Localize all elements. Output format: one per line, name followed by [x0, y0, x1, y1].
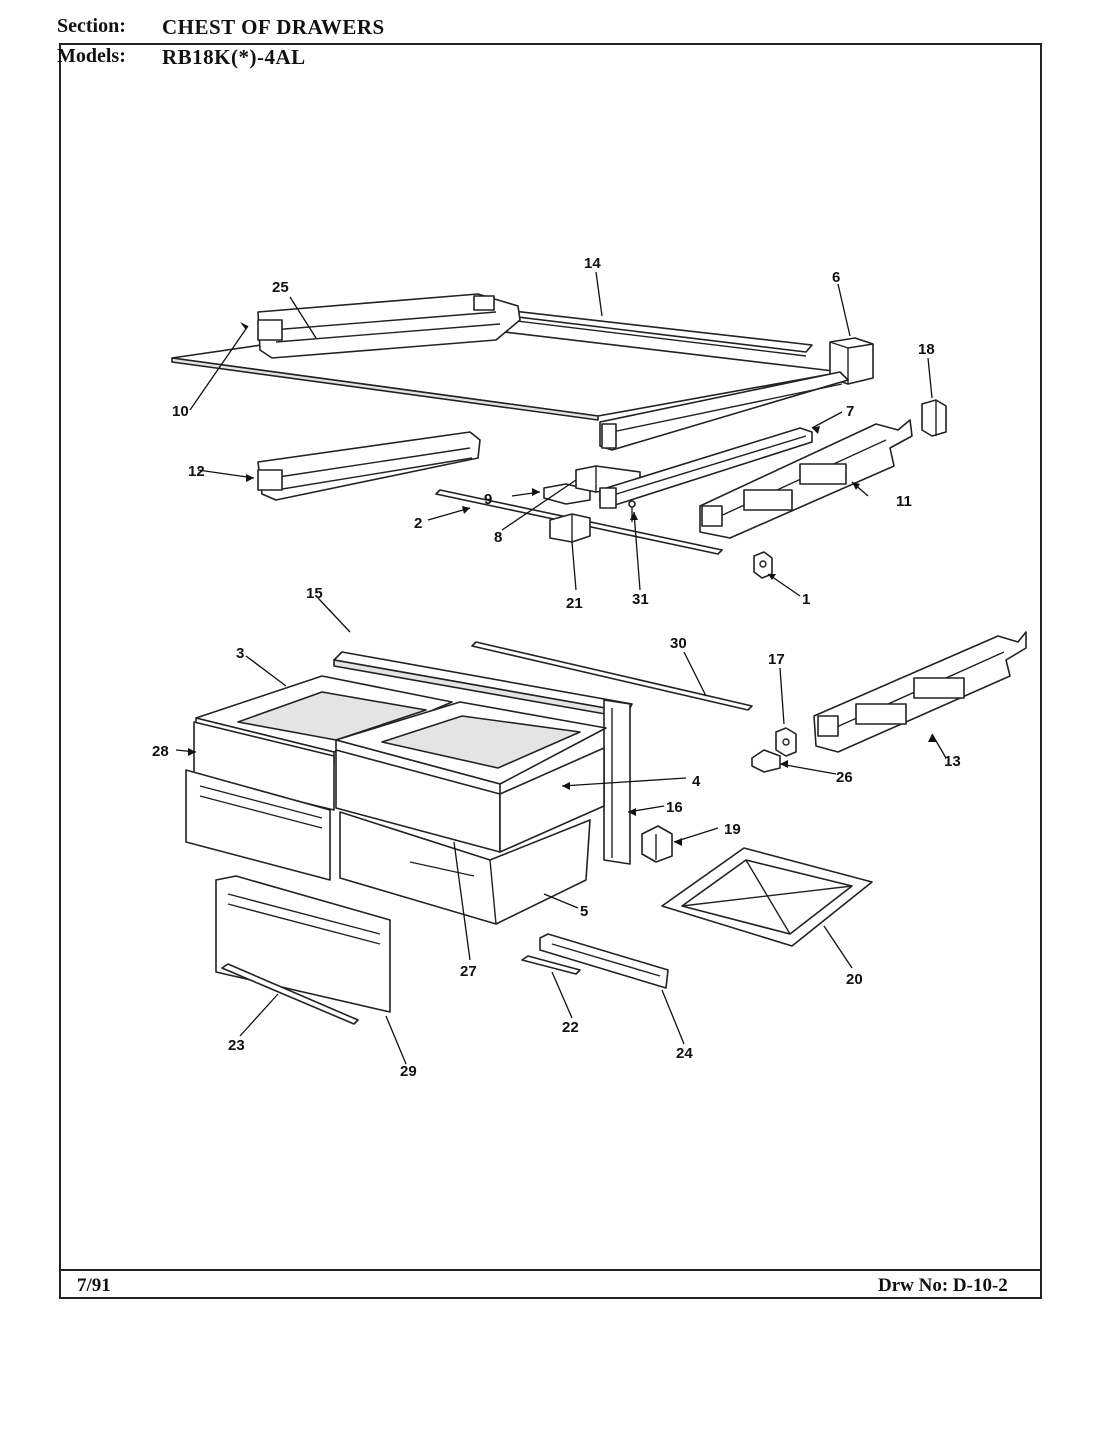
callout-12: 12 [188, 463, 205, 480]
part-22-rod [521, 955, 581, 975]
callout-27: 27 [460, 963, 477, 980]
models-value: RB18K(*)-4AL [162, 45, 306, 69]
callout-14: 14 [584, 255, 601, 272]
models-label: Models: [57, 45, 126, 67]
part-11-support [699, 419, 913, 539]
callout-4: 4 [692, 773, 701, 790]
drawing-frame [59, 43, 1042, 1299]
callout-18: 18 [918, 341, 935, 358]
callout-13: 13 [944, 753, 961, 770]
part-left-lower-drawer [185, 769, 331, 881]
callout-2: 2 [414, 515, 422, 532]
callout-6: 6 [832, 269, 840, 286]
callout-7: 7 [846, 403, 854, 420]
callout-3: 3 [236, 645, 244, 662]
callout-20: 20 [846, 971, 863, 988]
callout-22: 22 [562, 1019, 579, 1036]
callout-10: 10 [172, 403, 189, 420]
part-13-support [813, 631, 1027, 753]
part-right-drawer-front [335, 747, 605, 853]
part-5-pan [339, 811, 591, 925]
part-7-slide [599, 427, 813, 509]
callout-11: 11 [896, 493, 912, 510]
callout-29: 29 [400, 1063, 417, 1080]
callout-19: 19 [724, 821, 741, 838]
part-right-rail-upper [599, 371, 849, 451]
part-24-track [539, 933, 669, 989]
section-value: CHEST OF DRAWERS [162, 15, 385, 39]
callout-24: 24 [676, 1045, 693, 1062]
callout-21: 21 [566, 595, 583, 612]
callout-1: 1 [802, 591, 810, 608]
callout-16: 16 [666, 799, 683, 816]
callout-31: 31 [632, 591, 649, 608]
callout-23: 23 [228, 1037, 245, 1054]
callout-5: 5 [580, 903, 588, 920]
part-30-rod [471, 641, 753, 711]
callout-labels: 1 2 3 4 5 6 7 8 9 10 11 12 13 14 15 16 1… [152, 255, 961, 1080]
callout-15: 15 [306, 585, 323, 602]
callout-17: 17 [768, 651, 785, 668]
callout-26: 26 [836, 769, 853, 786]
part-10-rail [257, 293, 521, 359]
callout-28: 28 [152, 743, 169, 760]
part-18-bracket [921, 399, 947, 437]
footer-rule [59, 1269, 1042, 1271]
part-4-pan [335, 701, 607, 797]
part-15-strip [333, 651, 633, 719]
part-17-clip [775, 727, 797, 757]
part-19-clip [641, 825, 673, 863]
callout-9: 9 [484, 491, 492, 508]
footer-drawing-number: Drw No: D-10-2 [878, 1275, 1008, 1296]
footer-date: 7/91 [77, 1275, 111, 1296]
callout-30: 30 [670, 635, 687, 652]
part-23-trim [221, 963, 359, 1025]
leader-arrowheads [188, 322, 936, 846]
callout-25: 25 [272, 279, 289, 296]
part-20-cover [661, 847, 873, 947]
part-26-catch [751, 749, 781, 773]
part-12-rail [257, 431, 481, 501]
part-21-clip [549, 513, 591, 543]
callout-8: 8 [494, 529, 502, 546]
part-28-drawer-front [193, 721, 335, 811]
part-29-front-panel [215, 875, 391, 1013]
section-label: Section: [57, 15, 126, 37]
